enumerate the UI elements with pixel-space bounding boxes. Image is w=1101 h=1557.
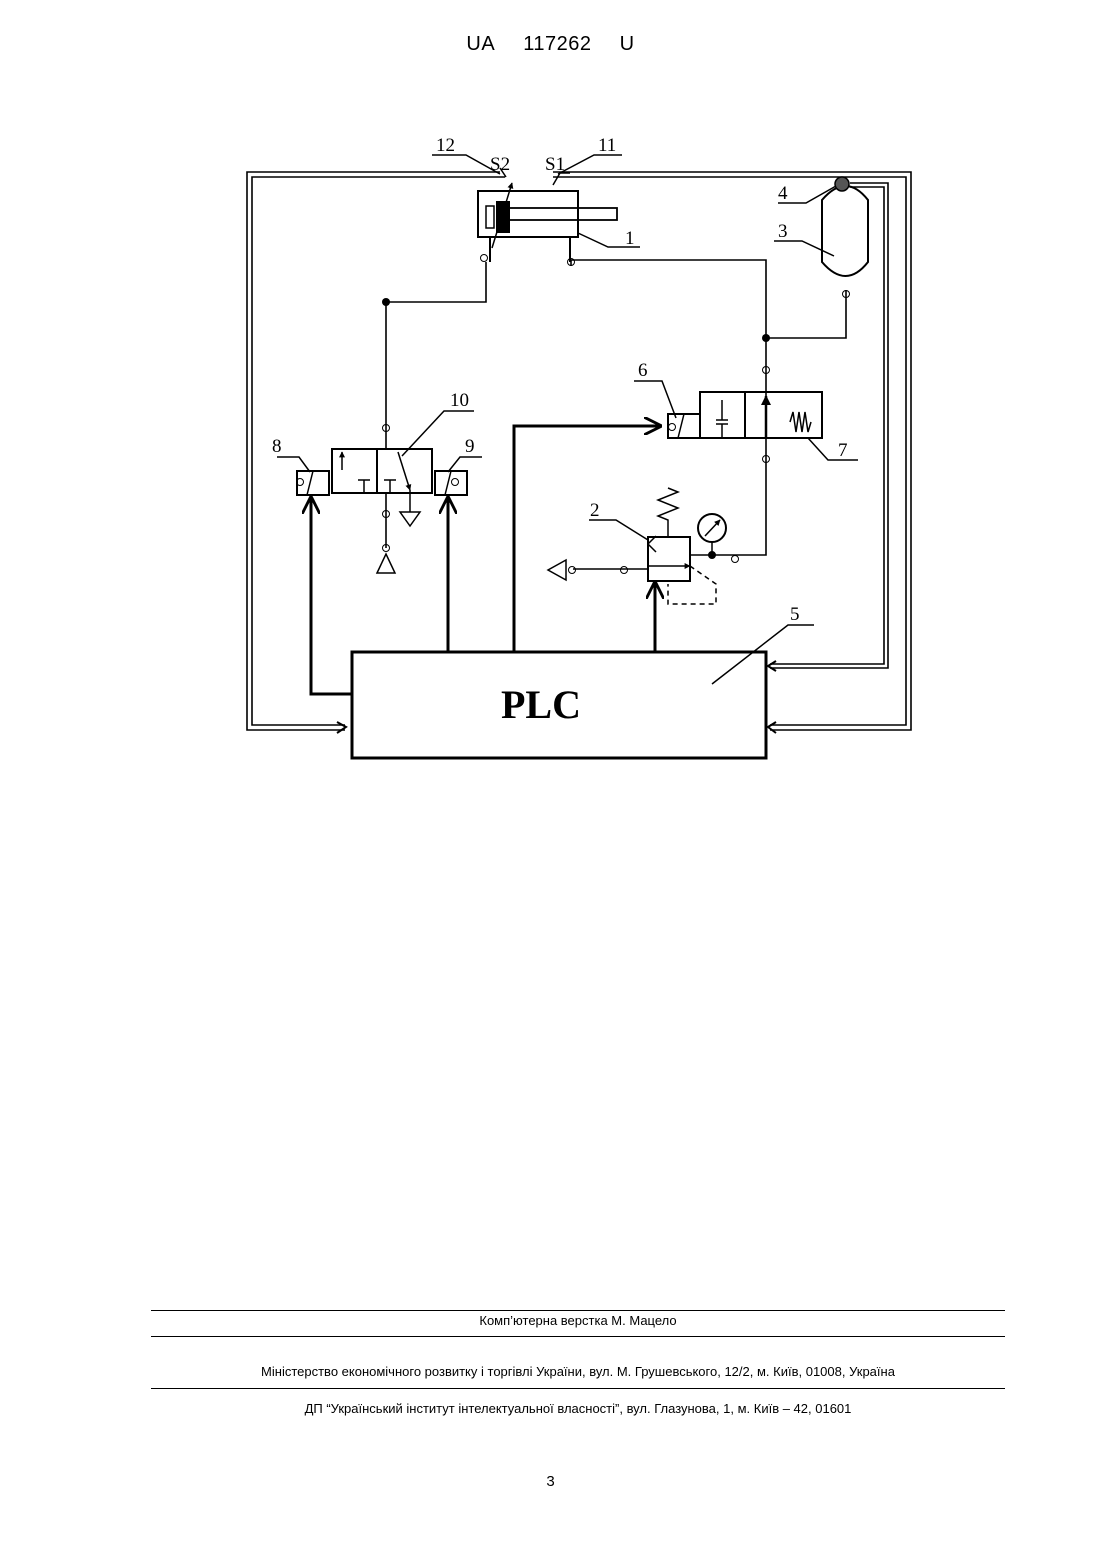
label-3: 3: [778, 221, 788, 242]
label-12: 12: [436, 135, 455, 156]
label-10: 10: [450, 390, 469, 411]
label-7: 7: [838, 440, 848, 461]
air-receiver: [822, 186, 868, 298]
shutoff-valve: [668, 367, 822, 463]
layout-credit: Комп’ютерна верстка М. Мацело: [151, 1313, 1005, 1328]
label-2: 2: [590, 500, 600, 521]
label-5: 5: [790, 604, 800, 625]
footer-divider: [151, 1388, 1005, 1389]
plc-label: PLC: [501, 682, 581, 727]
label-s2: S2: [490, 154, 510, 175]
label-9: 9: [465, 436, 475, 457]
label-8: 8: [272, 436, 282, 457]
leader-lines: [277, 155, 858, 684]
junction-dot: [762, 334, 770, 342]
pressure-sensor-icon: [835, 177, 849, 191]
label-6: 6: [638, 360, 648, 381]
pneumatic-lines: [386, 260, 846, 569]
sensor-signal-lines: [247, 172, 911, 733]
label-11: 11: [598, 135, 616, 156]
ministry-address: Міністерство економічного розвитку і тор…: [151, 1364, 1005, 1379]
label-4: 4: [778, 183, 788, 204]
label-1: 1: [625, 228, 635, 249]
footer-divider: [151, 1336, 1005, 1337]
page-number: 3: [0, 1473, 1101, 1490]
directional-valve: [297, 425, 468, 574]
junction-dot: [382, 298, 390, 306]
footer-divider: [151, 1310, 1005, 1311]
label-s1: S1: [545, 154, 565, 175]
pneumatic-cylinder: [478, 168, 617, 266]
pneumatic-circuit-diagram: PLC 12 S2 S1 11 1 4 3 6 7 10 8 9 2 5: [0, 0, 1101, 800]
pressure-regulator: [548, 488, 739, 604]
institute-address: ДП “Український інститут інтелектуальної…: [151, 1401, 1005, 1416]
